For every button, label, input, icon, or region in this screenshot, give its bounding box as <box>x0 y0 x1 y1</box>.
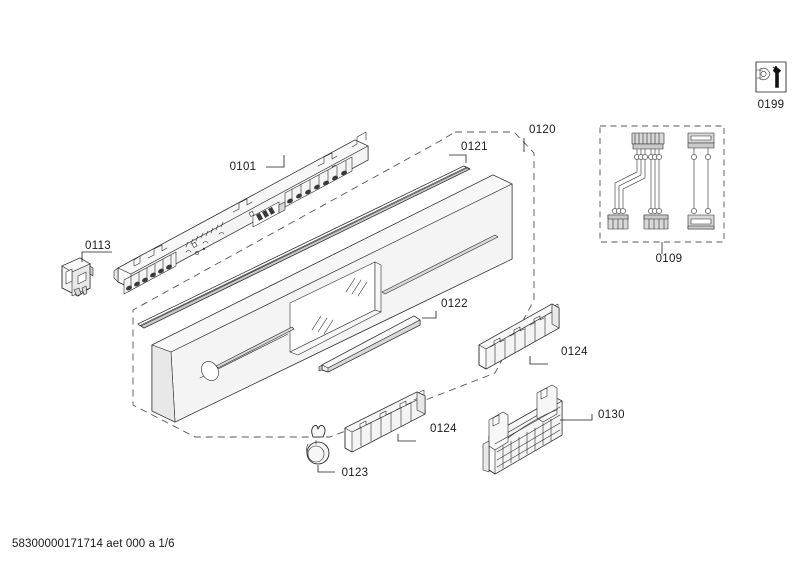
grid-support-bracket[interactable] <box>482 384 563 475</box>
callout-0124-upper: 0124 <box>529 346 588 365</box>
callout-0121: 0121 <box>449 141 488 163</box>
callout-0101: 0101 <box>230 155 285 173</box>
fascia-slot-recess <box>381 234 499 295</box>
pcb-tab-3 <box>317 152 338 167</box>
callout-label-0121: 0121 <box>461 141 488 153</box>
button-key-strip-upper[interactable] <box>478 303 560 370</box>
pcb-silkscreen <box>185 221 225 255</box>
pcb-lug-notch <box>133 255 141 267</box>
callout-label-0101: 0101 <box>230 161 257 173</box>
callout-label-0124-lower: 0124 <box>430 423 457 435</box>
harness-group-box <box>599 125 725 243</box>
pcb-switch-bank-left <box>123 251 177 295</box>
fascia-left-cap <box>151 344 176 423</box>
pcb-left-lug <box>113 267 119 283</box>
service-kit-icon-group[interactable] <box>755 61 787 93</box>
callout-label-0199: 0199 <box>758 99 785 111</box>
control-module-pcb[interactable] <box>113 131 369 295</box>
pcb-seven-segment-display <box>252 201 286 228</box>
callout-0130: 0130 <box>560 409 625 421</box>
callout-0109: 0109 <box>656 242 683 265</box>
pcb-keys-right <box>287 170 347 204</box>
rotary-selector-knob[interactable] <box>306 425 330 465</box>
fascia-display-window <box>289 261 382 356</box>
handle-strip[interactable] <box>318 315 421 373</box>
callout-label-0113: 0113 <box>85 240 111 252</box>
callout-label-0122: 0122 <box>441 298 468 310</box>
pcb-tab-2 <box>232 198 253 213</box>
callout-label-0124-upper: 0124 <box>561 346 588 358</box>
fascia-group-boundary <box>132 131 535 438</box>
drawing-footer-code: 58300000171714 aet 000 a 1/6 <box>12 538 175 550</box>
key-dividers-upper <box>494 315 546 365</box>
pcb-tab-1 <box>147 244 168 259</box>
mounting-clip-bracket[interactable] <box>61 257 94 297</box>
callout-0120: 0120 <box>523 124 556 152</box>
callout-label-0123: 0123 <box>342 467 369 479</box>
callout-label-0109: 0109 <box>656 253 683 265</box>
pcb-tab-4 <box>351 131 367 148</box>
wiring-harness-set[interactable] <box>607 132 715 230</box>
harness-right <box>687 132 715 230</box>
key-dividers-lower <box>360 401 412 447</box>
callout-label-0120: 0120 <box>529 124 556 136</box>
pcb-keys-left <box>126 264 172 291</box>
fascia-port-hole <box>201 326 295 381</box>
fascia-panel-assembly[interactable] <box>151 174 513 423</box>
harness-left <box>607 132 669 230</box>
callout-label-0130: 0130 <box>598 409 625 421</box>
callout-0122: 0122 <box>422 298 468 319</box>
trim-rail-strip[interactable] <box>137 165 471 329</box>
callout-0123: 0123 <box>317 465 369 479</box>
button-key-strip-lower[interactable] <box>344 389 426 453</box>
callout-0113: 0113 <box>81 240 112 262</box>
callout-0124-lower: 0124 <box>397 423 457 442</box>
wrench-icon <box>756 63 782 91</box>
